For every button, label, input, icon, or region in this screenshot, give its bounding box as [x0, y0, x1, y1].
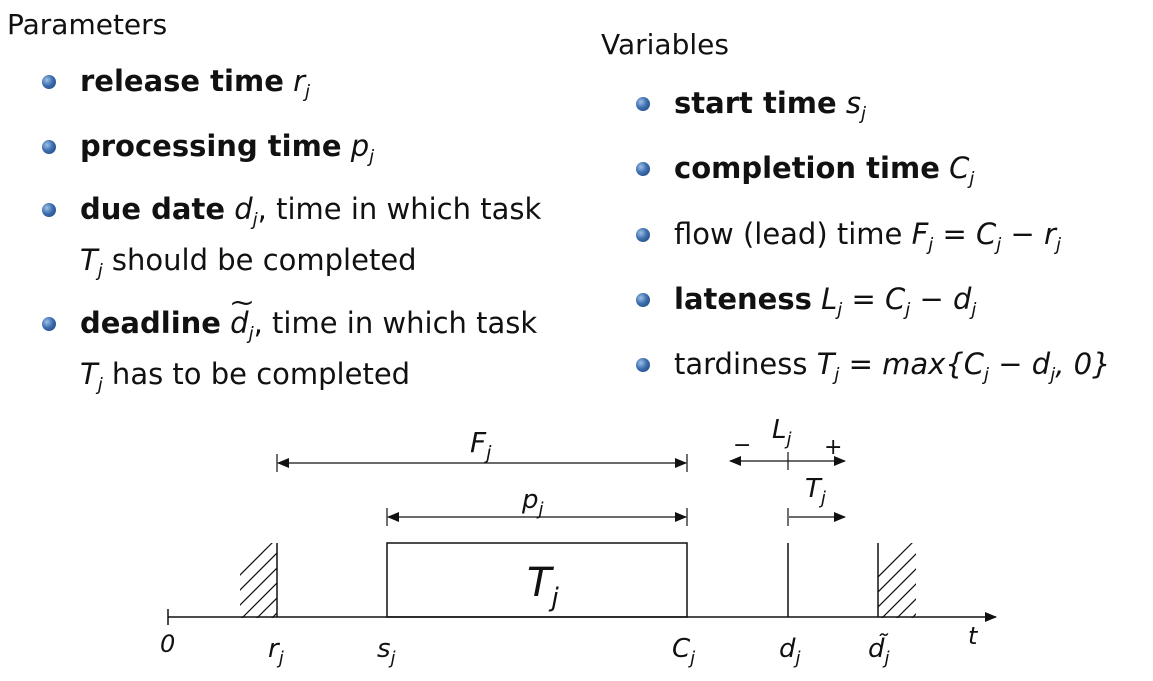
bullet-icon [636, 292, 650, 307]
tick-label-start: sj [377, 634, 396, 669]
var-completion-time: completion time Cj [636, 145, 1153, 202]
var-start-time: start time sj [636, 80, 1153, 137]
tick-label-time: t [968, 622, 979, 650]
lateness-plus: + [824, 435, 842, 460]
tardiness-label: Tj [805, 474, 826, 509]
param-deadline: deadline dj, time in which task Tj has t… [42, 303, 602, 406]
variables-list: start time sj completion time Cj flow (l… [636, 80, 1153, 406]
bullet-icon [42, 75, 56, 89]
tick-label-deadline: d̃j [868, 632, 890, 669]
tick-label-due: dj [779, 634, 801, 669]
param-release-time: release time rj [42, 58, 602, 115]
task-label: Tj [527, 560, 559, 613]
scheduling-timeline-diagram: Tj Fj pj Lj − + Tj 0 rj sj Cj dj d̃j t [160, 415, 997, 669]
bullet-icon [636, 162, 650, 177]
parameters-heading: Parameters [7, 8, 168, 41]
parameters-list: release time rj processing time pj due d… [42, 58, 602, 418]
task-box [386, 542, 688, 618]
param-due-date: due date dj, time in which task Tj shoul… [42, 189, 602, 292]
tick-label-completion: Cj [672, 634, 695, 669]
lateness-label: Lj [772, 415, 792, 450]
param-processing-time: processing time pj [42, 123, 602, 180]
bullet-icon [636, 97, 650, 111]
variables-heading: Variables [601, 28, 729, 61]
deadline-hatch [878, 543, 916, 618]
bullet-icon [42, 202, 56, 217]
var-tardiness: tardiness Tj = max{Cj − dj, 0} [636, 341, 1153, 398]
var-lateness: lateness Lj = Cj − dj [636, 276, 1153, 333]
release-hatch [240, 543, 277, 618]
bullet-icon [42, 317, 56, 332]
bullet-icon [42, 140, 56, 155]
processing-label: pj [521, 485, 544, 520]
tick-label-zero: 0 [160, 630, 175, 658]
bullet-icon [636, 358, 650, 373]
tick-label-release: rj [268, 634, 284, 669]
bullet-icon [636, 227, 650, 242]
flow-label: Fj [470, 426, 492, 464]
var-flow-time: flow (lead) time Fj = Cj − rj [636, 211, 1153, 268]
lateness-minus: − [733, 433, 751, 458]
